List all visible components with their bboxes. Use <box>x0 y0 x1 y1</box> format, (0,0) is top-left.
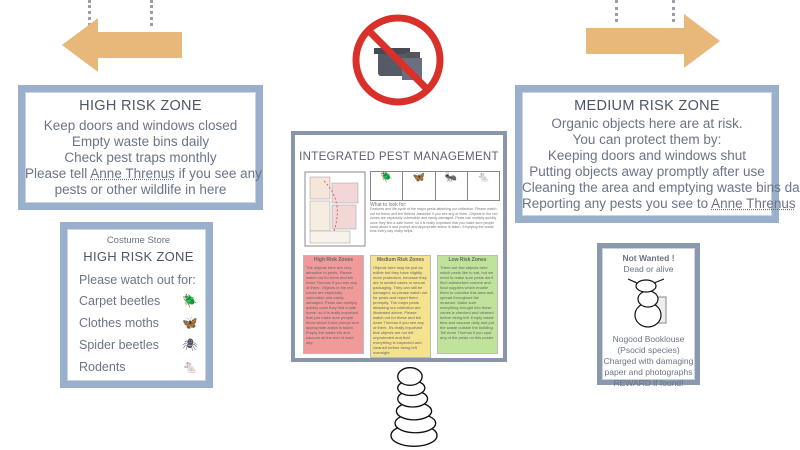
wanted-charge: paper and photographs <box>604 367 693 377</box>
arrow-right-icon <box>586 14 720 68</box>
sign-line: pests or other wildlife in here <box>54 182 227 197</box>
sign-title: HIGH RISK ZONE <box>79 98 202 114</box>
sign-line: Please tell Anne Threnus if you see any <box>25 166 262 182</box>
sign-line: Putting objects away promptly after use <box>529 164 765 179</box>
pest-item: Carpet beetles 🪲 <box>79 290 198 312</box>
grub-character <box>390 367 438 447</box>
poster-title: INTEGRATED PEST MANAGEMENT <box>299 151 499 163</box>
arrow-left-icon <box>62 18 182 72</box>
what-to-look-for: What to look for: Features and life cycl… <box>370 202 500 234</box>
section-text: Features and life cycle of the major pes… <box>370 207 498 234</box>
wanted-name: Nogood Booklouse <box>612 334 685 344</box>
zone-text: Objects here may be just as edible but t… <box>373 265 428 355</box>
zone-title: Medium Risk Zones <box>377 257 424 263</box>
costume-store-sign: Costume Store HIGH RISK ZONE Please watc… <box>60 222 213 388</box>
wanted-species: (Psocid species) <box>617 345 680 355</box>
pest-id-table: 🪲 🦋 🐜 🐁 <box>370 171 500 201</box>
text: Reporting any pests you see to <box>522 196 712 211</box>
spider-beetle-icon: 🕷 <box>182 338 198 352</box>
moth-icon: 🦋 <box>182 316 198 330</box>
sign-line: Keep doors and windows closed <box>43 118 238 133</box>
sign-intro: Please watch out for: <box>79 273 196 287</box>
zone-text: There are few objects here which pests l… <box>440 265 495 340</box>
pest-label: Clothes moths <box>79 316 159 330</box>
rodent-icon: 🐁 <box>466 172 499 200</box>
floor-plan-map <box>304 171 366 247</box>
pest-item: Clothes moths 🦋 <box>79 312 198 334</box>
pest-label: Rodents <box>79 360 126 374</box>
sign-line: Empty waste bins daily <box>71 134 210 149</box>
text: Please tell <box>25 166 91 181</box>
rodent-icon: 🐁 <box>182 360 198 374</box>
sign-title: MEDIUM RISK ZONE <box>574 98 720 114</box>
hanging-string <box>615 0 618 22</box>
high-risk-zone-sign: HIGH RISK ZONE Keep doors and windows cl… <box>18 85 263 210</box>
hanging-string <box>672 0 675 22</box>
pest-item: Rodents 🐁 <box>79 356 198 378</box>
zone-title: High Risk Zones <box>313 257 354 263</box>
section-heading: What to look for: <box>370 202 407 208</box>
ipm-poster: INTEGRATED PEST MANAGEMENT 🪲 🦋 🐜 🐁 What … <box>291 131 507 362</box>
sign-line: Organic objects here are at risk. <box>551 116 743 131</box>
sign-title: HIGH RISK ZONE <box>83 249 194 264</box>
wanted-title: Not Wanted ! <box>622 253 675 263</box>
wanted-poster: Not Wanted ! Dead or alive Nogood Booklo… <box>597 243 700 388</box>
moth-icon: 🦋 <box>402 172 434 200</box>
zone-text: The objects here are very attractive to … <box>306 265 359 345</box>
wanted-subtitle: Dead or alive <box>623 264 674 274</box>
no-food-drink-icon <box>352 14 444 106</box>
sign-subtitle: Costume Store <box>106 235 171 246</box>
medium-risk-zone-sign: MEDIUM RISK ZONE Organic objects here ar… <box>515 85 800 223</box>
beetle-icon: 🪲 <box>182 294 198 308</box>
beetle-icon: 🪲 <box>380 172 393 183</box>
contact-name: Anne Threnus <box>711 196 796 211</box>
booklouse-icon <box>627 278 667 328</box>
text: if you see any <box>174 166 262 181</box>
silverfish-icon: 🐜 <box>434 172 467 200</box>
contact-name: Anne Threnus <box>90 166 175 181</box>
sign-line: You can protect them by: <box>572 132 722 147</box>
wanted-reward: REWARD if found! <box>613 378 684 388</box>
sign-line: Reporting any pests you see to Anne Thre… <box>522 196 796 212</box>
hanging-string <box>88 0 91 26</box>
wanted-charge: Charged with damaging <box>603 356 694 366</box>
sign-line: Cleaning the area and emptying waste bin… <box>522 180 800 195</box>
pest-label: Carpet beetles <box>79 294 161 308</box>
hanging-string <box>150 0 153 26</box>
zone-title: Low Risk Zones <box>448 257 487 263</box>
sign-line: Keeping doors and windows shut <box>547 148 747 163</box>
pest-label: Spider beetles <box>79 338 159 352</box>
sign-line: Check pest traps monthly <box>64 150 217 165</box>
pest-item: Spider beetles 🕷 <box>79 334 198 356</box>
